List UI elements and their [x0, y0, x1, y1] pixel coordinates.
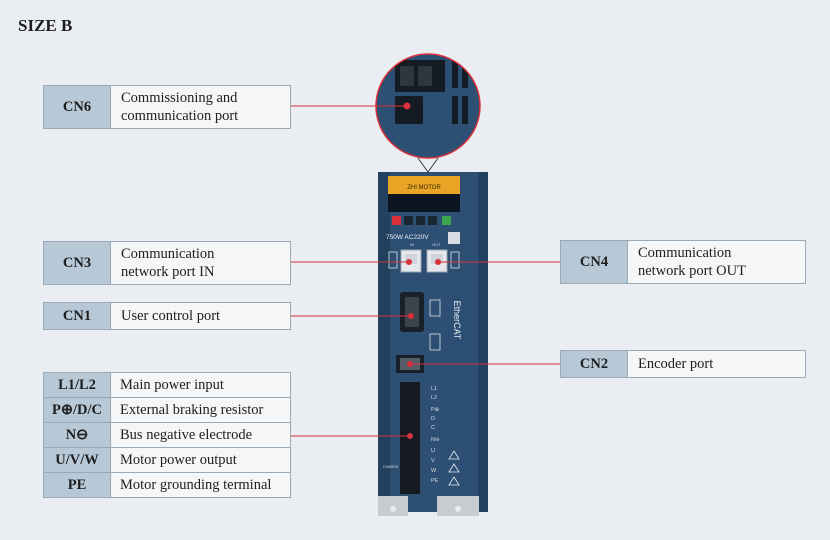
in-label: IN [410, 242, 414, 247]
rating-label: 750W AC220V [386, 234, 429, 241]
out-label: OUT [432, 242, 441, 247]
cn6-code: CN6 [44, 86, 111, 128]
svg-text:L1: L1 [431, 386, 437, 392]
leader-lines [291, 105, 560, 437]
svg-text:U: U [431, 448, 435, 454]
cn6-port[interactable] [395, 96, 423, 124]
terminal-desc: Motor power output [110, 447, 291, 473]
cn6-magnifier [375, 53, 481, 173]
cn3-code: CN3 [44, 242, 111, 284]
svg-text:L2: L2 [431, 395, 437, 401]
key-s[interactable] [442, 216, 451, 225]
terminal-code: PE [43, 472, 111, 498]
key-shift[interactable] [428, 216, 437, 225]
svg-text:C: C [431, 425, 435, 431]
cn2-callout: CN2 Encoder port [560, 350, 806, 378]
table-row: P⊕/D/C External braking resistor [43, 397, 291, 423]
terminal-code: U/V/W [43, 447, 111, 473]
terminal-code: P⊕/D/C [43, 397, 111, 423]
svg-text:D: D [431, 416, 435, 422]
warning-icon [448, 450, 460, 486]
page-title: SIZE B [18, 16, 73, 35]
ethercat-logo: EtherCAT [452, 301, 462, 340]
power-terminal-table: L1/L2 Main power input P⊕/D/C External b… [43, 372, 291, 498]
terminal-code: N⊖ [43, 422, 111, 448]
svg-text:N⊖: N⊖ [431, 437, 440, 443]
svg-text:V: V [431, 458, 435, 464]
keypad [392, 216, 451, 225]
table-row: PE Motor grounding terminal [43, 472, 291, 498]
table-row: L1/L2 Main power input [43, 372, 291, 398]
brand-label: ZHI MOTOR [407, 185, 441, 191]
svg-text:PE: PE [431, 478, 439, 484]
terminal-desc: Motor grounding terminal [110, 472, 291, 498]
charge-label: CHARGE [383, 465, 399, 469]
qr-code-icon [448, 232, 460, 244]
terminal-desc: Main power input [110, 372, 291, 398]
table-row: N⊖ Bus negative electrode [43, 422, 291, 448]
terminal-desc: External braking resistor [110, 397, 291, 423]
key-up[interactable] [404, 216, 413, 225]
servo-drive-body: ZHI MOTOR 750W AC220V IN OUT EtherCAT [378, 172, 488, 516]
cn4-code: CN4 [561, 241, 628, 283]
terminal-code: L1/L2 [43, 372, 111, 398]
svg-text:W: W [431, 468, 437, 474]
table-row: U/V/W Motor power output [43, 447, 291, 473]
key-m[interactable] [392, 216, 401, 225]
svg-text:P⊕: P⊕ [431, 407, 440, 413]
leader-dots [403, 102, 441, 439]
terminal-desc: Bus negative electrode [110, 422, 291, 448]
cn2-desc: Encoder port [638, 355, 714, 372]
key-down[interactable] [416, 216, 425, 225]
cn1-code: CN1 [44, 303, 111, 329]
cn2-code: CN2 [561, 351, 628, 377]
cn1-callout: CN1 User control port [43, 302, 291, 330]
cn1-desc: User control port [121, 307, 221, 324]
